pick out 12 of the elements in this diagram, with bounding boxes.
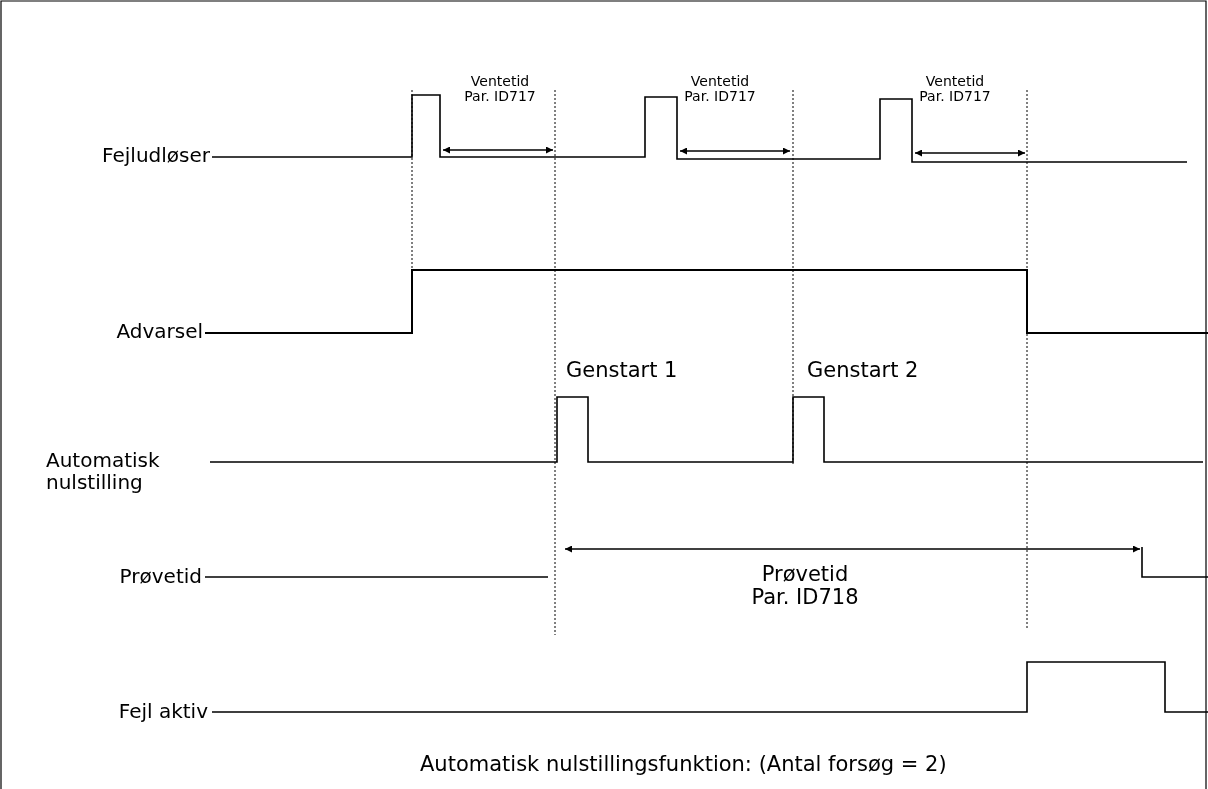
pulse-label: Genstart 2 bbox=[807, 359, 920, 383]
signal-label: Advarsel bbox=[115, 320, 203, 342]
signal-label: Prøvetid bbox=[118, 565, 202, 587]
pulse-label: Genstart 1 bbox=[566, 359, 679, 383]
duration-label: Ventetid Par. ID717 bbox=[918, 74, 992, 105]
signal-label: Automatisk nulstilling bbox=[46, 449, 161, 493]
duration-label: Ventetid Par. ID717 bbox=[683, 74, 757, 105]
duration-label: Prøvetid Par. ID718 bbox=[750, 563, 860, 610]
duration-label: Ventetid Par. ID717 bbox=[463, 74, 537, 105]
signal-label: Fejludløser bbox=[101, 144, 210, 166]
signal-label: Fejl aktiv bbox=[117, 700, 208, 722]
caption: Automatisk nulstillingsfunktion: (Antal forsøg = 2) bbox=[420, 753, 947, 777]
